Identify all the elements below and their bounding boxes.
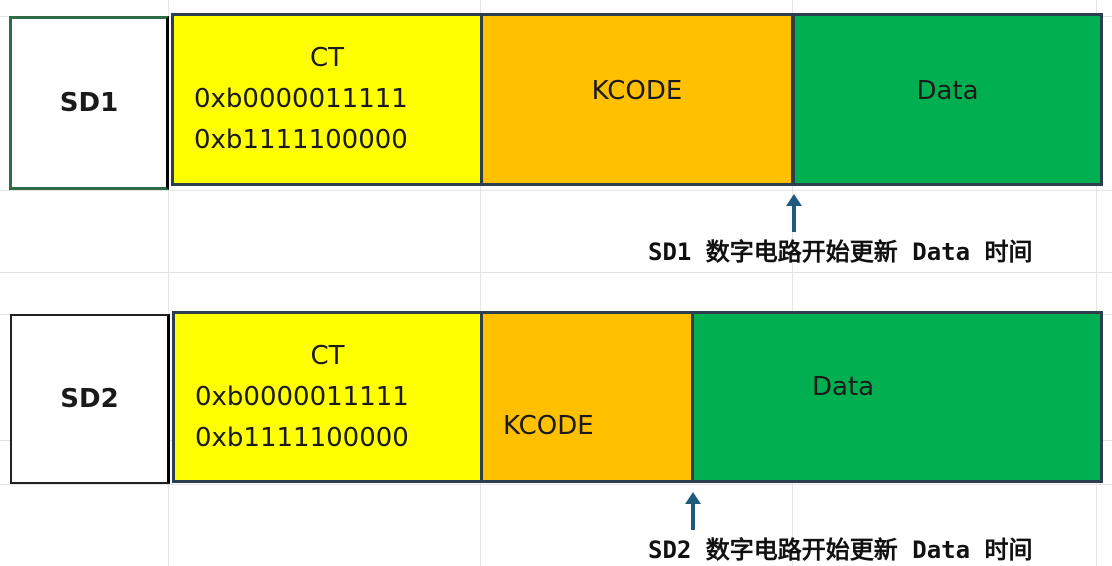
caption-sd1: SD1 数字电路开始更新 Data 时间: [648, 238, 1033, 266]
kcode-label: KCODE: [591, 75, 683, 106]
caption-sd2: SD2 数字电路开始更新 Data 时间: [648, 536, 1033, 564]
grid-line: [1096, 0, 1097, 566]
grid-line: [792, 0, 793, 566]
grid-line: [0, 190, 1112, 191]
ct-value-2: 0xb1111100000: [194, 125, 408, 155]
kcode-cell-sd2: KCODE: [480, 311, 694, 483]
data-cell-sd2: Data: [691, 311, 1103, 483]
grid-line: [168, 0, 169, 566]
data-cell-sd1: Data: [792, 13, 1103, 186]
data-label: Data: [812, 372, 875, 402]
row-label-sd2: SD2: [10, 314, 170, 484]
ct-value-2: 0xb1111100000: [195, 422, 409, 453]
grid-line: [480, 0, 481, 566]
ct-cell-sd2: CT 0xb0000011111 0xb1111100000: [172, 311, 483, 483]
ct-title: CT: [310, 340, 345, 371]
kcode-cell-sd1: KCODE: [480, 13, 794, 186]
ct-title: CT: [309, 43, 345, 73]
grid-line: [0, 272, 1112, 273]
ct-cell-sd1: CT 0xb0000011111 0xb1111100000: [171, 13, 483, 186]
arrow-up-icon: [681, 492, 705, 532]
kcode-label: KCODE: [503, 411, 594, 441]
ct-value-1: 0xb0000011111: [194, 84, 408, 114]
data-label: Data: [916, 75, 979, 106]
ct-value-1: 0xb0000011111: [195, 381, 409, 412]
grid-line: [0, 484, 1112, 485]
row-label-sd1: SD1: [9, 16, 169, 190]
arrow-up-icon: [782, 194, 806, 234]
